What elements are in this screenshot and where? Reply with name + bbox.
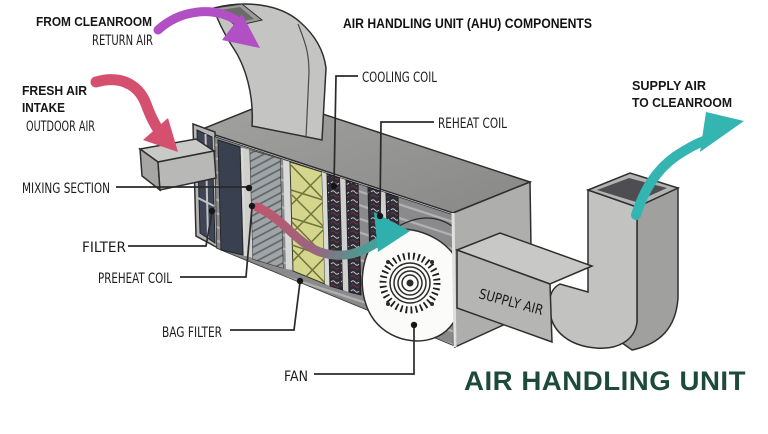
supply-riser-right-face	[616, 186, 679, 351]
from-cleanroom-label: FROM CLEANROOM	[36, 14, 152, 29]
reheat-coil-connector	[379, 121, 434, 217]
return-air-arrow	[153, 7, 260, 48]
bag-filter-connector	[230, 281, 301, 331]
filter-slice	[217, 139, 247, 257]
supply-air-label-line2: TO CLEANROOM	[632, 95, 732, 110]
supply-air-label-line1: SUPPLY AIR	[632, 78, 707, 93]
supply-air-arrow	[631, 112, 744, 220]
mixing-section-label: MIXING SECTION	[22, 181, 110, 197]
bag-filter-label: BAG FILTER	[162, 325, 222, 341]
preheat-coil-connector	[180, 206, 253, 278]
supply-duct: SUPPLY AIR	[454, 172, 681, 351]
footer-title: AIR HANDLING UNIT	[464, 366, 746, 396]
fan	[361, 217, 465, 342]
fresh-air-label-line2: INTAKE	[22, 100, 65, 115]
outdoor-air-arrow	[90, 74, 178, 152]
airflow-arrow	[252, 202, 410, 260]
cooling-coil-slice	[326, 173, 362, 296]
outdoor-air-label: OUTDOOR AIR	[26, 119, 95, 135]
return-air-label: RETURN AIR	[92, 33, 153, 49]
cooling-coil-label: COOLING COIL	[362, 70, 437, 86]
fan-label: FAN	[284, 369, 308, 385]
filter-connector	[128, 211, 213, 247]
cooling-coil-connector	[333, 75, 358, 187]
reheat-coil-label: REHEAT COIL	[438, 116, 507, 132]
supply-riser-front-face	[549, 188, 638, 349]
bag-filter-slice	[289, 161, 326, 285]
connectors	[116, 75, 434, 375]
fan-connector	[314, 326, 415, 375]
fresh-air-label-line1: FRESH AIR	[22, 83, 88, 98]
diagram-title: AIR HANDLING UNIT (AHU) COMPONENTS	[343, 16, 592, 31]
filter-label: FILTER	[82, 240, 126, 256]
fan-inlet-grille	[379, 252, 441, 314]
preheat-coil-label: PREHEAT COIL	[98, 271, 172, 287]
supply-run-front	[456, 248, 553, 344]
